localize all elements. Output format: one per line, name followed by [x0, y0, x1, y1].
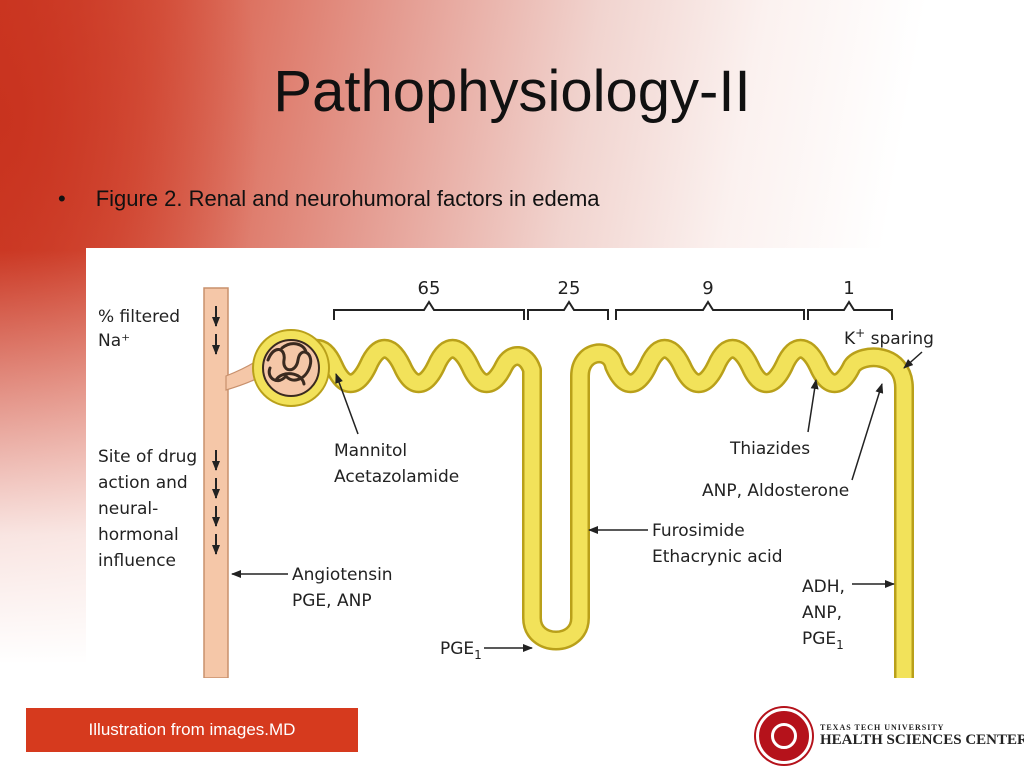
university-seal-icon [756, 708, 812, 764]
annotation-label: PGE, ANP [292, 591, 372, 611]
annotation-label: Thiazides [729, 439, 810, 459]
mannitol-arrow [335, 373, 359, 435]
site-label: action and [98, 473, 188, 493]
segment-brace-2 [527, 300, 609, 320]
annotation-label: Mannitol [334, 441, 407, 461]
logo-small-text: TEXAS TECH UNIVERSITY [820, 723, 945, 732]
site-label: Site of drug [98, 447, 197, 467]
thiazides-arrow [807, 379, 819, 433]
site-label: influence [98, 551, 176, 571]
tubule [289, 341, 912, 678]
bullet-item: • Figure 2. Renal and neurohumoral facto… [58, 186, 600, 212]
segment-brace-1 [333, 300, 525, 320]
annotation-label: ANP, Aldosterone [702, 481, 849, 501]
nephron-diagram: 65 25 9 1 % filtered Na⁺ Site of drug ac… [98, 278, 934, 678]
annotation-label: ANP, [802, 603, 842, 623]
segment-brace-4 [807, 300, 893, 320]
aldosterone-arrow [851, 383, 884, 481]
logo-text: TEXAS TECH UNIVERSITY HEALTH SCIENCES CE… [820, 723, 1024, 749]
segment-label: 1 [843, 278, 854, 299]
annotation-label: Acetazolamide [334, 467, 459, 487]
annotation-label: PGE1 [802, 629, 844, 652]
segment-label: 9 [702, 278, 713, 299]
site-label: hormonal [98, 525, 179, 545]
glomerulus-capillaries [266, 342, 313, 386]
segment-brace-3 [615, 300, 805, 320]
annotation-label: Ethacrynic acid [652, 547, 783, 567]
slide-title: Pathophysiology-II [273, 59, 751, 124]
filtered-label: Na⁺ [98, 331, 130, 351]
annotation-label: Angiotensin [292, 565, 393, 585]
logo-big-text: HEALTH SCIENCES CENTER [820, 732, 1024, 748]
bullet-symbol: • [58, 186, 66, 211]
segment-label: 25 [558, 278, 581, 299]
university-logo: TEXAS TECH UNIVERSITY HEALTH SCIENCES CE… [756, 708, 1024, 764]
annotation-label: PGE1 [440, 639, 482, 662]
segment-label: 65 [418, 278, 441, 299]
k-sparing-arrow [903, 351, 923, 369]
filtered-label: % filtered [98, 307, 180, 327]
credit-text: Illustration from images.MD [88, 720, 296, 739]
nephron-figure: 65 25 9 1 % filtered Na⁺ Site of drug ac… [86, 248, 948, 678]
annotation-label: Furosimide [652, 521, 745, 541]
bullet-text: Figure 2. Renal and neurohumoral factors… [95, 186, 600, 211]
annotation-label: K+ sparing [844, 326, 934, 349]
annotation-label: ADH, [802, 577, 845, 597]
site-label: neural- [98, 499, 158, 519]
credit-box: Illustration from images.MD [26, 708, 358, 752]
